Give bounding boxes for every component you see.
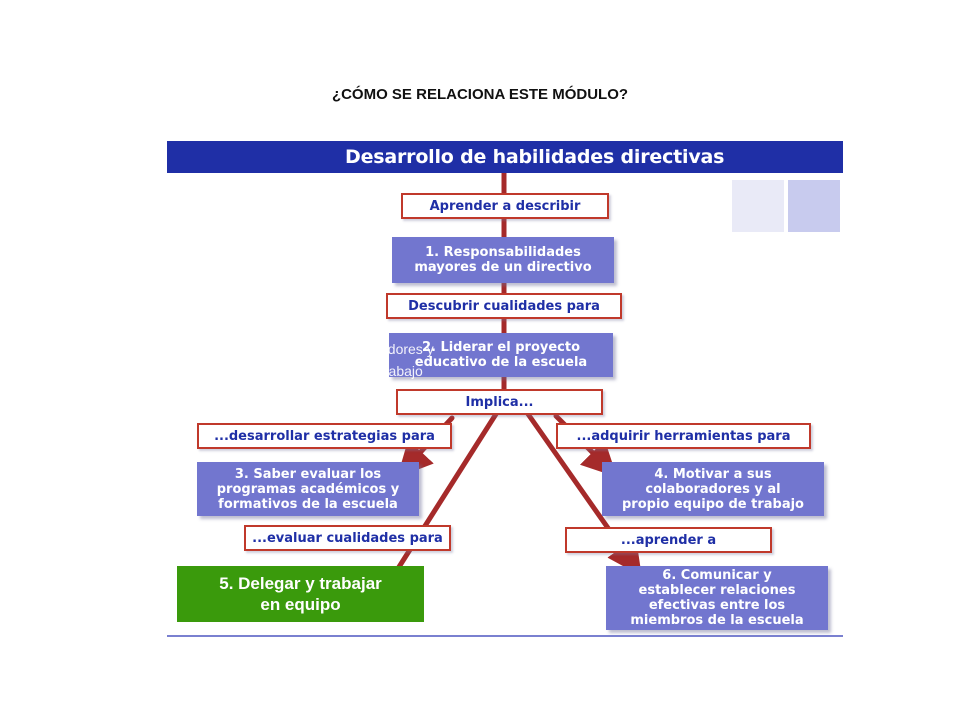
decorative-square-medium: [788, 180, 840, 232]
connector-tools: ...adquirir herramientas para: [556, 423, 811, 449]
diagram-banner: Desarrollo de habilidades directivas: [167, 141, 843, 173]
decorative-square-light: [732, 180, 784, 232]
connector-implies: Implica...: [396, 389, 603, 415]
bottom-divider: [167, 635, 843, 637]
block-1-responsibilities: 1. Responsabilidades mayores de un direc…: [392, 237, 614, 283]
connector-evaluate-qualities: ...evaluar cualidades para: [244, 525, 451, 551]
block-4-motivate: 4. Motivar a sus colaboradores y al prop…: [602, 462, 824, 516]
block-6-communicate: 6. Comunicar y establecer relaciones efe…: [606, 566, 828, 630]
block-3-evaluate-programs: 3. Saber evaluar los programas académico…: [197, 462, 419, 516]
block-2-lead-project: 2. Liderar el proyecto educativo de la e…: [389, 333, 613, 377]
block-5-delegate: 5. Delegar y trabajar en equipo: [177, 566, 424, 622]
connector-discover: Descubrir cualidades para: [386, 293, 622, 319]
connector-strategies: ...desarrollar estrategias para: [197, 423, 452, 449]
page-title: ¿CÓMO SE RELACIONA ESTE MÓDULO?: [331, 86, 629, 103]
overlay-fragment: adores y trabajo: [380, 341, 434, 379]
connector-describe: Aprender a describir: [401, 193, 609, 219]
connector-learn: ...aprender a: [565, 527, 772, 553]
